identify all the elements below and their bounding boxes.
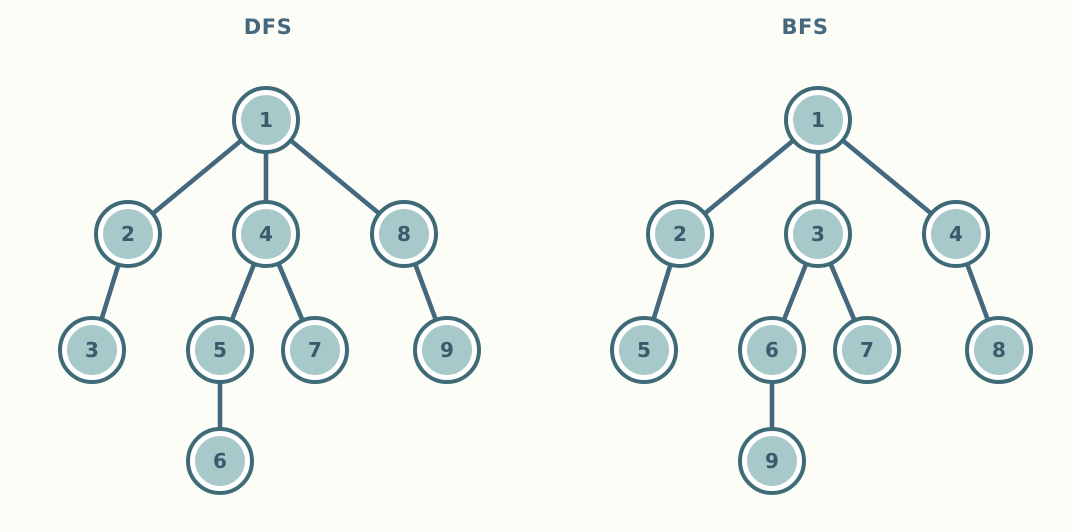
tree-edge	[701, 137, 797, 217]
tree-node-fill: 3	[67, 325, 117, 375]
tree-node-label: 2	[121, 222, 135, 246]
tree-node-fill: 5	[195, 325, 245, 375]
tree-node-label: 6	[765, 338, 779, 362]
tree-node-fill: 8	[974, 325, 1024, 375]
tree-node-label: 7	[860, 338, 874, 362]
tree-node-fill: 1	[241, 95, 291, 145]
tree-node-label: 9	[765, 449, 779, 473]
tree-node-fill: 4	[241, 209, 291, 259]
tree-edge	[229, 260, 257, 324]
tree-edge	[287, 137, 383, 217]
tree-node-fill: 9	[747, 436, 797, 486]
tree-node-fill: 4	[931, 209, 981, 259]
tree-edge	[412, 260, 439, 324]
tree-node-6[interactable]: 6	[186, 427, 254, 495]
tree-edge	[98, 261, 122, 323]
tree-node-label: 8	[992, 338, 1006, 362]
tree-node-fill: 7	[290, 325, 340, 375]
tree-node-label: 1	[811, 108, 825, 132]
tree-node-fill: 7	[842, 325, 892, 375]
tree-node-label: 5	[637, 338, 651, 362]
tree-node-label: 4	[259, 222, 273, 246]
tree-node-fill: 3	[793, 209, 843, 259]
tree-node-label: 6	[213, 449, 227, 473]
tree-node-8[interactable]: 8	[965, 316, 1033, 384]
tree-node-label: 4	[949, 222, 963, 246]
tree-node-fill: 5	[619, 325, 669, 375]
tree-node-fill: 1	[793, 95, 843, 145]
edge-layer-bfs	[650, 137, 991, 433]
tree-node-fill: 2	[655, 209, 705, 259]
tree-node-label: 9	[440, 338, 454, 362]
tree-node-fill: 9	[422, 325, 472, 375]
tree-node-3[interactable]: 3	[784, 200, 852, 268]
tree-node-5[interactable]: 5	[186, 316, 254, 384]
tree-node-fill: 6	[747, 325, 797, 375]
tree-edge	[650, 261, 674, 323]
tree-edge	[964, 260, 991, 324]
tree-node-label: 8	[397, 222, 411, 246]
tree-node-label: 2	[673, 222, 687, 246]
tree-node-4[interactable]: 4	[922, 200, 990, 268]
tree-panel-dfs: DFS 1 2 4 8 3 5 7 9 6	[0, 0, 536, 532]
tree-node-label: 7	[308, 338, 322, 362]
tree-node-label: 3	[811, 222, 825, 246]
tree-node-2[interactable]: 2	[94, 200, 162, 268]
tree-node-8[interactable]: 8	[370, 200, 438, 268]
tree-node-3[interactable]: 3	[58, 316, 126, 384]
panel-title-bfs: BFS	[781, 15, 829, 39]
tree-edge	[275, 260, 306, 324]
tree-node-9[interactable]: 9	[738, 427, 806, 495]
tree-node-fill: 6	[195, 436, 245, 486]
tree-panel-bfs: BFS 1 2 3 4 5 6 7 8 9	[537, 0, 1073, 532]
tree-node-fill: 8	[379, 209, 429, 259]
tree-edge	[827, 260, 858, 324]
edge-layer-dfs	[98, 137, 439, 433]
tree-node-1[interactable]: 1	[232, 86, 300, 154]
tree-edge	[839, 137, 935, 217]
tree-node-label: 1	[259, 108, 273, 132]
tree-node-5[interactable]: 5	[610, 316, 678, 384]
tree-node-label: 3	[85, 338, 99, 362]
tree-node-4[interactable]: 4	[232, 200, 300, 268]
tree-node-2[interactable]: 2	[646, 200, 714, 268]
tree-node-7[interactable]: 7	[281, 316, 349, 384]
tree-node-7[interactable]: 7	[833, 316, 901, 384]
tree-node-9[interactable]: 9	[413, 316, 481, 384]
tree-node-fill: 2	[103, 209, 153, 259]
tree-edge	[781, 260, 809, 324]
tree-edge	[149, 137, 245, 217]
tree-node-label: 5	[213, 338, 227, 362]
tree-node-6[interactable]: 6	[738, 316, 806, 384]
tree-node-1[interactable]: 1	[784, 86, 852, 154]
panel-title-dfs: DFS	[243, 15, 293, 39]
